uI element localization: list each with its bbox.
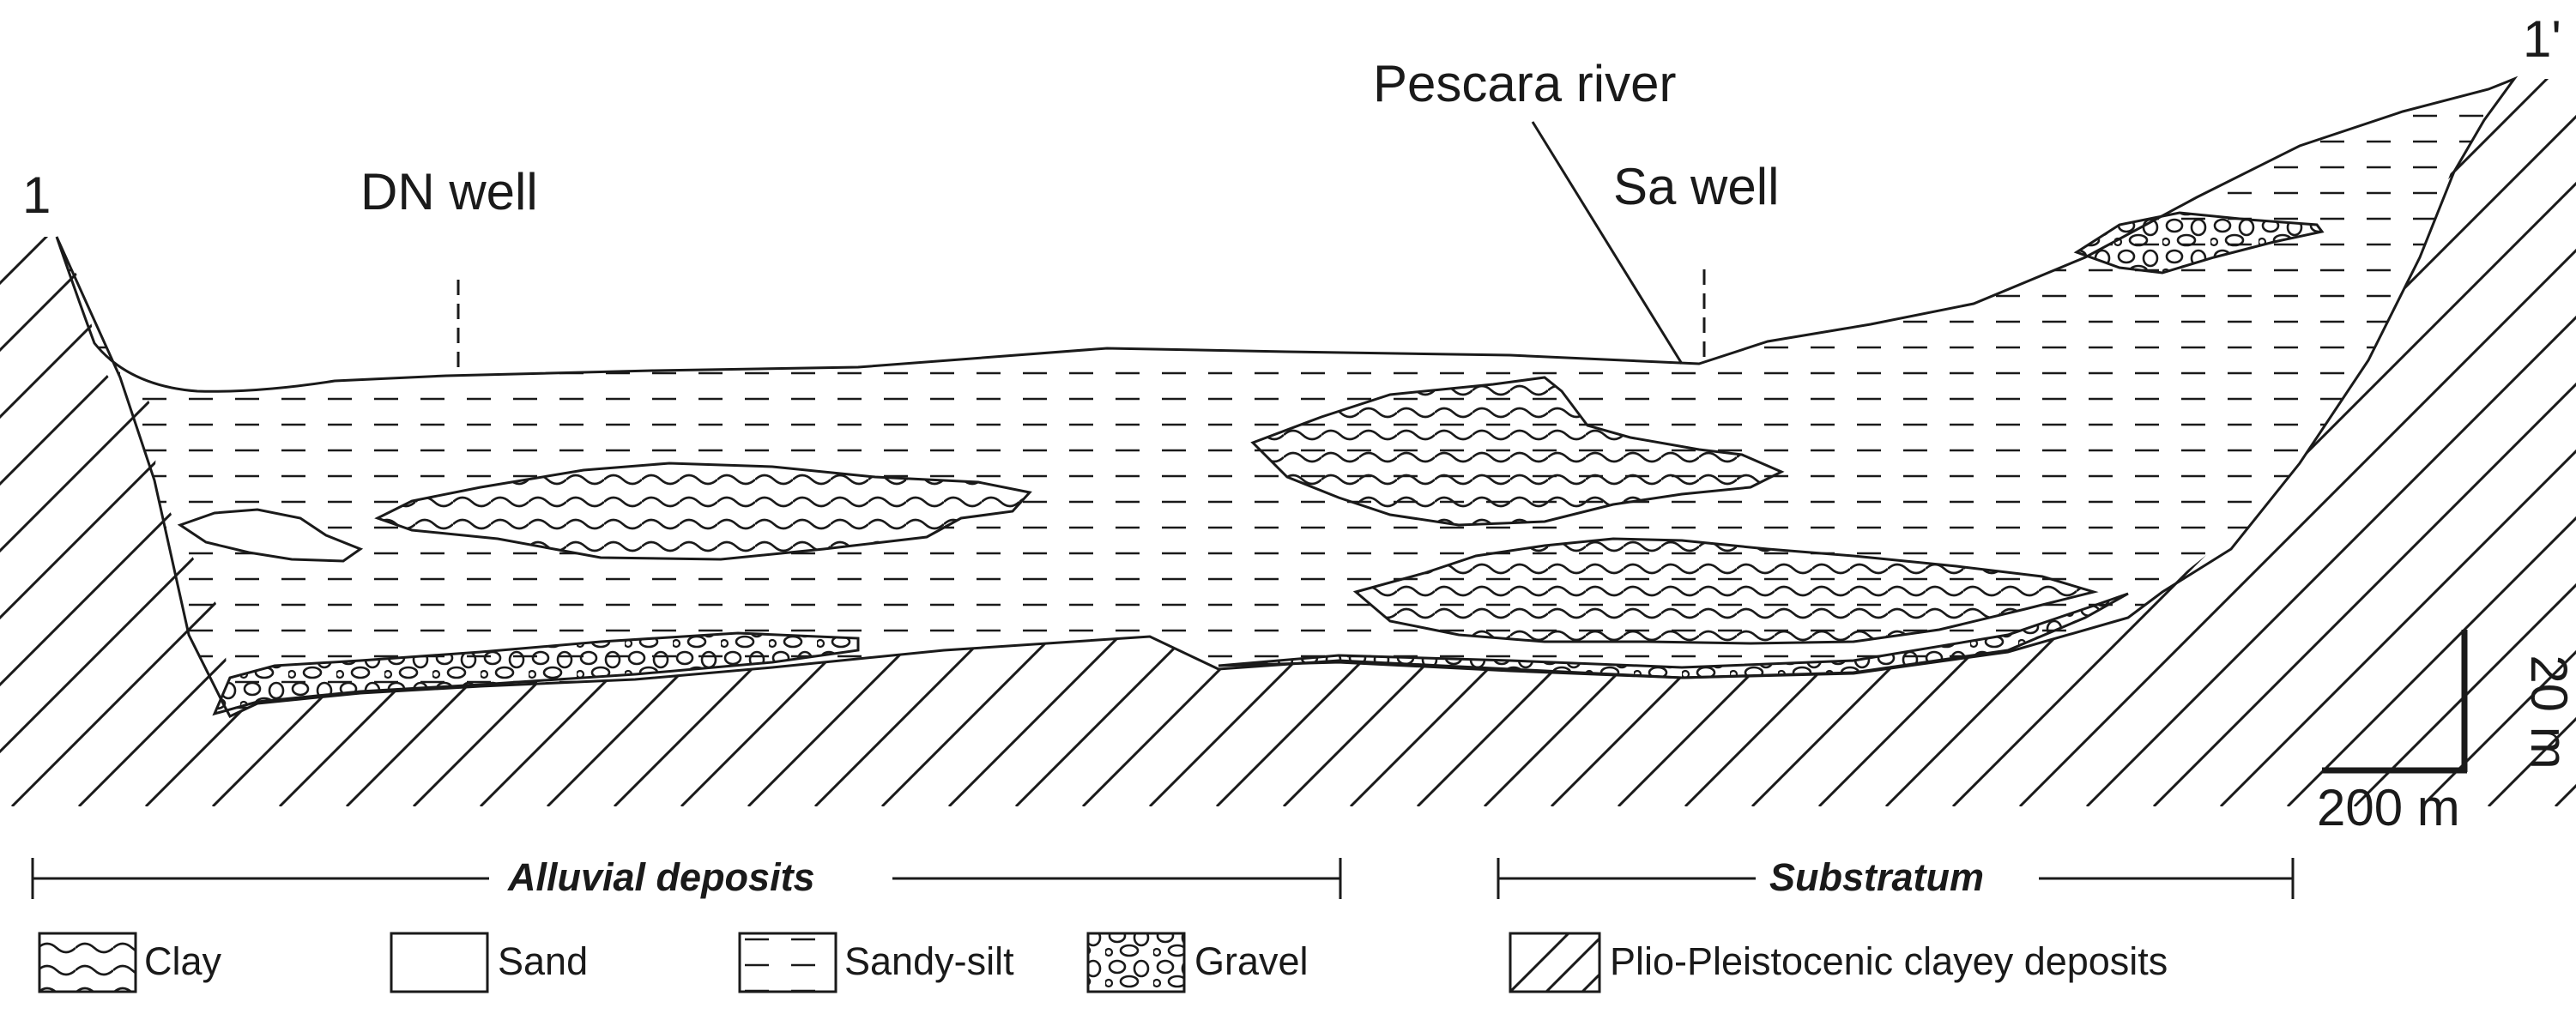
section-end-left-label: 1	[22, 166, 51, 224]
river-pointer-line	[1531, 121, 1684, 365]
scale-bar: 20 m 200 m	[2317, 630, 2576, 836]
legend-clay-label: Clay	[144, 939, 222, 983]
legend-group-substratum: Substratum	[1497, 855, 2295, 899]
legend-item-clay: Clay	[38, 932, 222, 993]
dn-well-label: DN well	[360, 163, 538, 220]
clay-lens-lower-right	[1352, 537, 2099, 645]
river-label: Pescara river	[1373, 55, 1676, 112]
scale-vertical-label: 20 m	[2520, 655, 2576, 769]
scale-horizontal-label: 200 m	[2317, 779, 2460, 836]
sa-well-label: Sa well	[1613, 158, 1779, 215]
legend-group-alluvial-title: Alluvial deposits	[507, 855, 815, 899]
gravel-lens-upper	[2073, 211, 2325, 275]
clay-lens-left-fill	[378, 463, 1030, 559]
legend-item-gravel: Gravel	[1086, 932, 1309, 993]
legend-clayey-deposits-label: Plio-Pleistocenic clayey deposits	[1610, 939, 2168, 983]
legend-item-clayey-deposits: Plio-Pleistocenic clayey deposits	[1509, 932, 2168, 993]
gravel-lens-right	[1218, 592, 2129, 679]
legend-group-substratum-title: Substratum	[1769, 855, 1984, 899]
legend-item-sand: Sand	[390, 932, 588, 993]
legend-sand-label: Sand	[498, 939, 588, 983]
clay-lens-center	[1250, 376, 1785, 527]
legend-item-sandy-silt: Sandy-silt	[738, 932, 1014, 993]
sand-lens	[177, 508, 364, 563]
legend-gravel-label: Gravel	[1194, 939, 1309, 983]
legend-group-alluvial: Alluvial deposits	[31, 855, 1342, 899]
gravel-lens-left	[212, 631, 860, 716]
legend-sandy-silt-label: Sandy-silt	[844, 939, 1014, 983]
section-end-right-label: 1'	[2523, 10, 2561, 68]
